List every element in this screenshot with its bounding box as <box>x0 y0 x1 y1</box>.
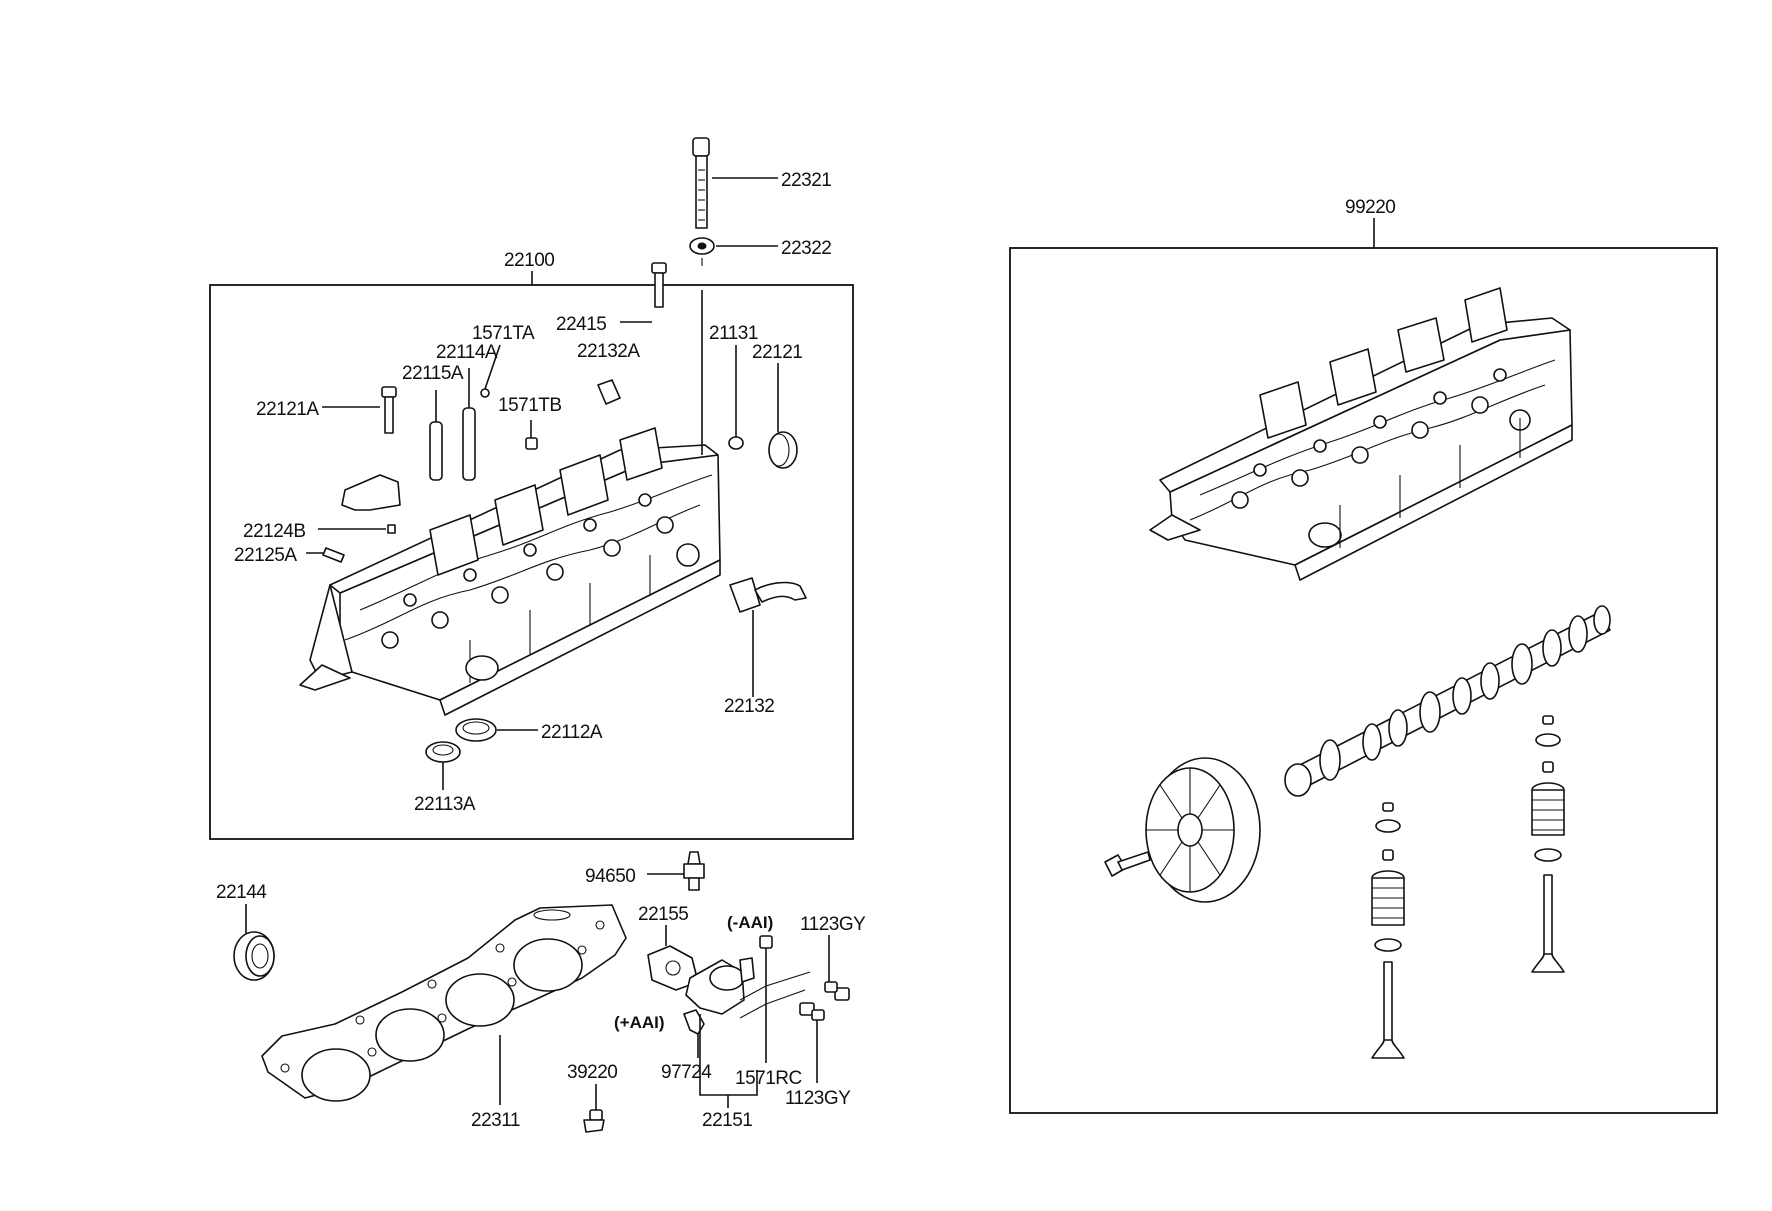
cam-sprocket-drawing <box>1145 757 1261 903</box>
label-97724: 97724 <box>661 1062 712 1083</box>
bolt-22415-drawing <box>651 262 667 308</box>
label-22113A: 22113A <box>414 794 476 815</box>
label-22151: 22151 <box>702 1110 752 1131</box>
cylinder-head-drawing <box>299 427 721 716</box>
head-bolt-drawing <box>692 137 710 229</box>
pin-22125A-drawing <box>322 547 345 563</box>
plug-1571TA-drawing <box>480 388 490 398</box>
cylinder-head-assembly-drawing <box>1149 287 1573 581</box>
bearing-cap-drawing <box>341 474 401 511</box>
label-1571TB: 1571TB <box>498 395 562 416</box>
seal-22112A-drawing <box>455 718 497 742</box>
plug-21131-drawing <box>728 436 744 450</box>
label-22114A: 22114A <box>436 342 498 363</box>
pin-22124B-drawing <box>387 524 396 534</box>
bolt-1123gy-bottom-drawing <box>799 1002 825 1021</box>
label-22322: 22322 <box>781 238 831 259</box>
label-22311: 22311 <box>471 1110 520 1131</box>
oil-seal-22144-drawing <box>233 931 275 981</box>
cap-plug-22121-drawing <box>768 431 798 469</box>
camshaft-drawing <box>1284 605 1611 797</box>
label-22155: 22155 <box>638 904 688 925</box>
label-1123gy-bottom: 1123GY <box>785 1088 851 1109</box>
seal-22113A-drawing <box>425 741 461 763</box>
label-22100: 22100 <box>504 250 554 271</box>
water-outlet-fitting-drawing <box>685 957 755 1015</box>
label-1571RC: 1571RC <box>735 1068 802 1089</box>
label-22132A: 22132A <box>577 341 640 362</box>
valve-spring-set-right-drawing <box>1531 715 1565 973</box>
label-22124B: 22124B <box>243 521 306 542</box>
head-bolt-washer-drawing <box>689 237 715 266</box>
label-22144: 22144 <box>216 882 267 903</box>
sensor-39220-drawing <box>583 1109 605 1133</box>
label-22112A: 22112A <box>541 722 603 743</box>
label-1123gy-top: 1123GY <box>800 914 866 935</box>
label-39220: 39220 <box>567 1062 617 1083</box>
head-gasket-22311-drawing <box>261 904 627 1102</box>
label-22125A: 22125A <box>234 545 297 566</box>
pipe-22132-drawing <box>729 577 807 613</box>
label-aai-plus: (+AAI) <box>614 1013 665 1032</box>
head-subassembly-frame <box>1009 247 1718 1114</box>
label-99220: 99220 <box>1345 197 1395 218</box>
label-22132: 22132 <box>724 696 774 717</box>
label-22121A: 22121A <box>256 399 319 420</box>
label-22121: 22121 <box>752 342 802 363</box>
label-22321: 22321 <box>781 170 831 191</box>
label-22415: 22415 <box>556 314 606 335</box>
bolt-1123gy-top-drawing <box>824 981 850 1001</box>
label-21131: 21131 <box>709 323 758 344</box>
linkage-lines <box>739 971 811 1019</box>
plug-1571TB-drawing <box>525 437 538 450</box>
label-1571TA: 1571TA <box>472 323 535 344</box>
leader-1571TA <box>484 344 501 390</box>
label-aai-minus: (-AAI) <box>727 913 773 932</box>
sensor-94650-drawing <box>683 851 705 891</box>
label-94650: 94650 <box>585 866 635 887</box>
plug-22132A-drawing <box>597 379 621 405</box>
sprocket-bolt-drawing <box>1104 851 1151 877</box>
valve-spring-set-left-drawing <box>1371 802 1405 1059</box>
dowel-22115A-drawing <box>429 421 443 481</box>
bolt-22121A-drawing <box>381 386 397 434</box>
label-22115A: 22115A <box>402 363 464 384</box>
plug-aai-minus-drawing <box>759 935 773 949</box>
dowel-22114A-drawing <box>462 407 476 481</box>
fitting-aai-plus-drawing <box>683 1009 705 1035</box>
